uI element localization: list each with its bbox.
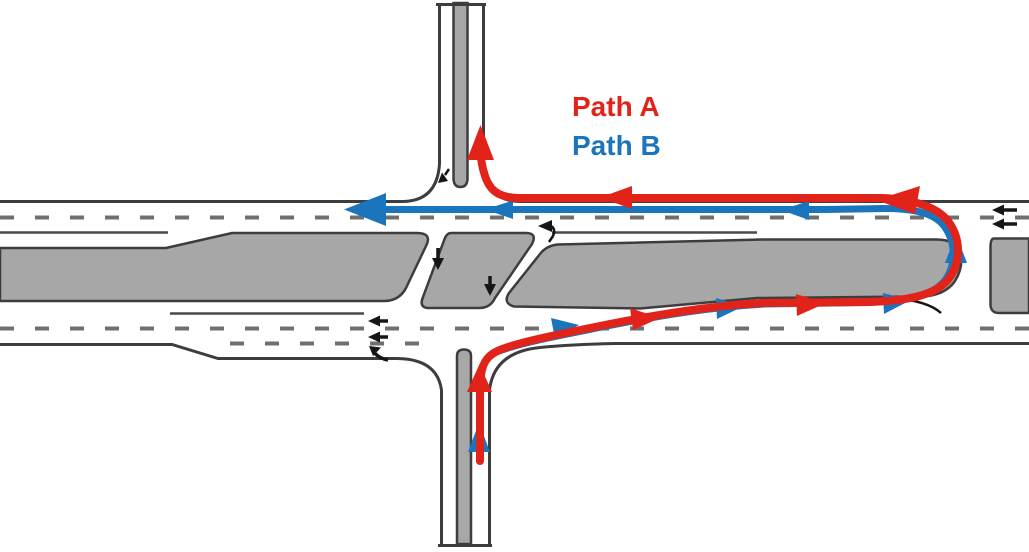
path-a-arrow-terminal-north (467, 125, 494, 160)
path-a-arrow-west-big (876, 186, 920, 214)
path-b-arrow-west-1 (781, 201, 809, 220)
lane-arrow-left-2 (368, 331, 388, 343)
legend-path-a-label: Path A (572, 91, 660, 122)
pavement-markings (368, 168, 1017, 362)
median-far-east (989, 237, 1029, 315)
crossover-arrow-east-channel (484, 276, 496, 296)
minor-road-tip-arrow (438, 168, 451, 183)
median-north-minor-road (452, 1, 469, 189)
path-a-arrow-east-2 (796, 294, 826, 316)
path-b-arrow-terminal (344, 193, 386, 226)
crossover-arrow-west-channel (432, 248, 444, 270)
legend: Path A Path B (572, 91, 661, 161)
path-a-arrow-west-1 (600, 186, 632, 209)
path-a-arrow-north-approach (467, 364, 492, 392)
path-a-route (467, 125, 962, 465)
path-a-arrow-east-1 (630, 308, 660, 330)
edge-westbound-outer-left (0, 4, 441, 203)
median-central-island (420, 231, 535, 310)
westbound-lane-arrow-1 (992, 204, 1017, 216)
median-south-minor-road (455, 348, 473, 546)
path-a-line (476, 132, 962, 465)
edge-westbound-outer-right (482, 4, 1029, 203)
edge-eastbound-outer-right (488, 342, 1029, 544)
lane-lines (0, 215, 1029, 346)
median-west (0, 231, 430, 303)
crossover-entry-marking (538, 220, 556, 243)
edge-eastbound-outer-left (0, 343, 443, 544)
lane-arrow-bent-3 (369, 346, 389, 362)
path-b-arrow-west-2 (485, 200, 513, 219)
westbound-lane-arrow-2 (992, 218, 1017, 230)
legend-path-b-label: Path B (572, 130, 661, 161)
lane-arrow-left-1 (368, 315, 388, 327)
